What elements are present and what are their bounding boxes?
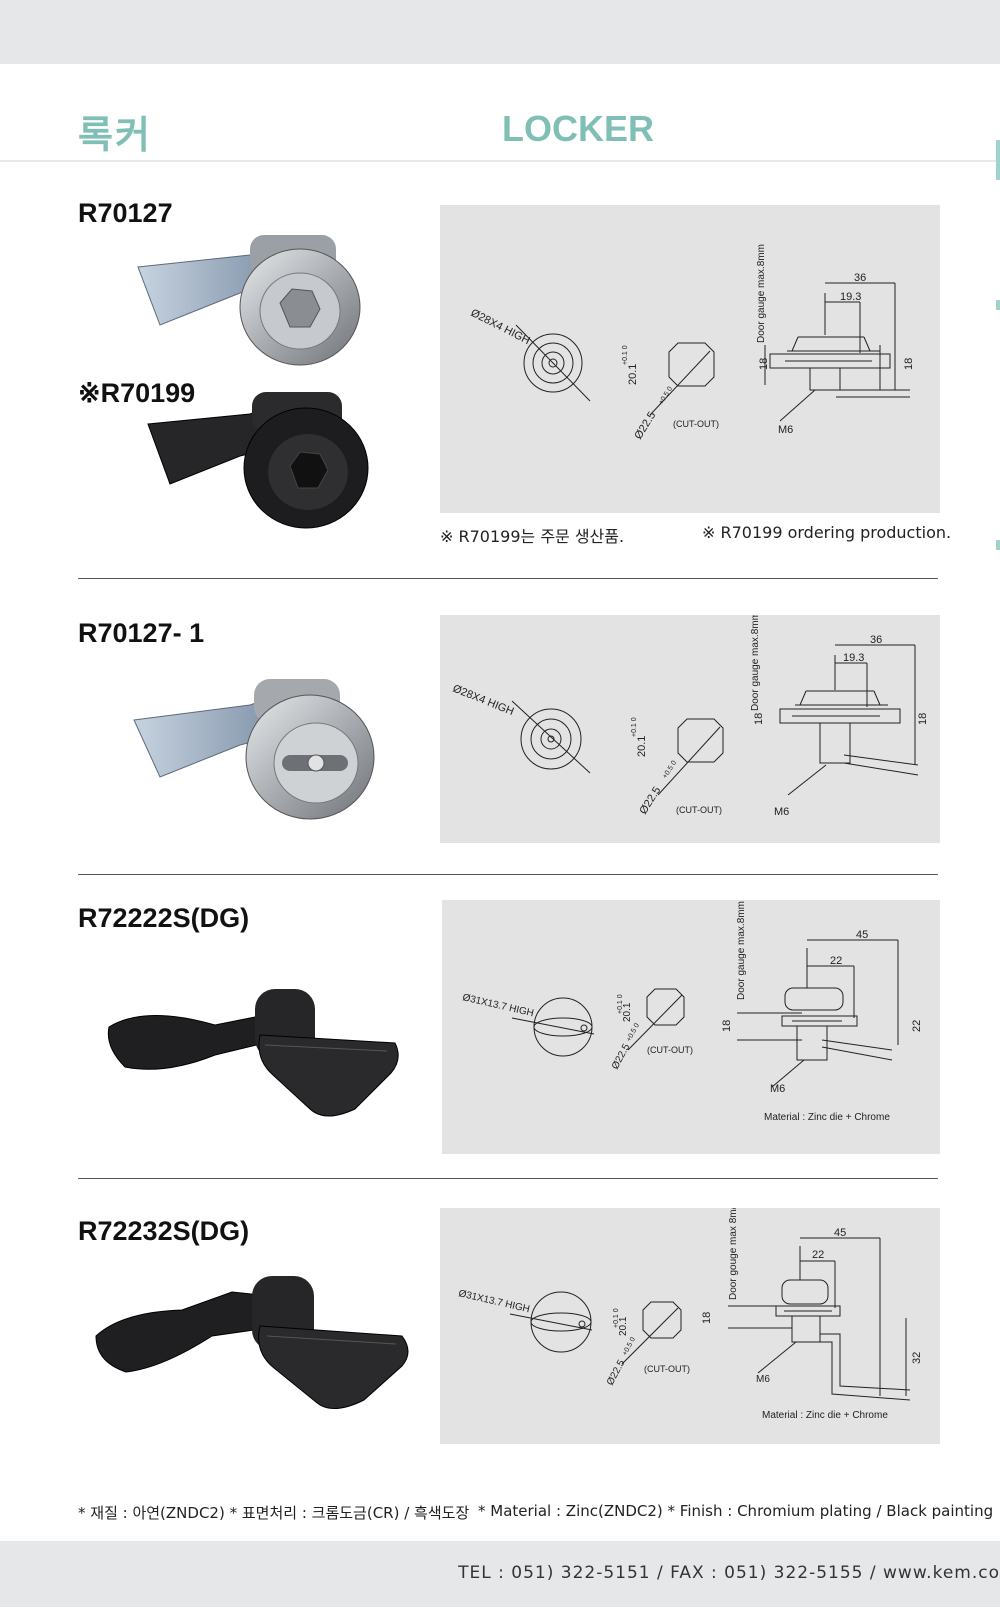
drawing-cutout-label: (CUT-OUT) <box>676 805 722 815</box>
page-title-en: LOCKER <box>502 108 654 149</box>
model-name: R70127 <box>78 198 173 228</box>
drawing-thread-label: M6 <box>778 424 793 436</box>
note-en: ※ R70199 ordering production. <box>702 523 952 542</box>
drawing-door-gauge: Door gouge max 8m/m <box>728 1208 739 1300</box>
drawing-height-label: 20.1 <box>627 364 639 385</box>
drawing-cutout-tolerance: +0.5 0 <box>662 760 678 780</box>
drawing-dim-right: 32 <box>911 1352 923 1364</box>
footer-band <box>0 1541 1000 1607</box>
note-ko: ※ R70199는 주문 생산품. <box>440 527 625 546</box>
drawing-thread-label: M6 <box>756 1374 770 1385</box>
footer-material-en: * Material : Zinc(ZNDC2) * Finish : Chro… <box>478 1502 994 1520</box>
drawing-height-tolerance: +0.1 0 <box>631 717 638 737</box>
header-divider <box>0 160 1000 162</box>
drawing-material-label: Material : Zinc die + Chrome <box>764 1112 890 1123</box>
drawing-cutout-tolerance: +0.5 0 <box>626 1022 641 1043</box>
drawing-diameter-label: Ø28X4 HIGH <box>451 683 516 718</box>
edge-tab-mark <box>996 300 1000 310</box>
drawing-dim-inner: 19.3 <box>840 291 861 303</box>
drawing-cutout-diameter: Ø22.5 <box>632 410 658 442</box>
technical-drawing: Ø28X4 HIGH 20.1 +0.1 0 Ø22.5 +0.5 0 (CUT… <box>440 205 940 513</box>
drawing-dim-right: 18 <box>903 358 915 370</box>
drawing-cutout-tolerance: +0.5 0 <box>622 1336 637 1357</box>
drawing-cutout-tolerance: +0.5 0 <box>658 386 674 406</box>
drawing-thread-label: M6 <box>774 806 789 818</box>
drawing-cutout-diameter: Ø22.5 <box>637 785 663 817</box>
top-band <box>0 0 1000 64</box>
lock-photo-chrome-key <box>133 679 375 820</box>
lock-photo-wing-black <box>107 989 399 1117</box>
page-title-ko: 록커 <box>78 113 152 157</box>
technical-drawing: Ø31X13.7 HIGH 20.1 +0.1 0 Ø22.5 +0.5 0 (… <box>442 900 940 1154</box>
footer-contact: TEL : 051) 322-5151 / FAX : 051) 322-515… <box>458 1563 1000 1583</box>
section-divider <box>78 874 938 875</box>
drawing-dim-left: 18 <box>701 1312 713 1324</box>
model-variant-name: ※R70199 <box>78 378 196 408</box>
drawing-dim-total: 45 <box>834 1227 846 1239</box>
drawing-dim-left: 18 <box>721 1020 733 1032</box>
drawing-dim-left: 18 <box>758 358 770 370</box>
drawing-thread-label: M6 <box>770 1083 785 1095</box>
drawing-height-label: 20.1 <box>622 1002 633 1022</box>
drawing-diameter-label: Ø31X13.7 HIGH <box>461 992 534 1019</box>
drawing-cutout-label: (CUT-OUT) <box>673 419 719 429</box>
drawing-diameter-label: Ø28X4 HIGH <box>469 307 532 347</box>
model-name: R70127- 1 <box>78 618 205 648</box>
drawing-dim-total: 36 <box>870 634 882 646</box>
drawing-height-tolerance: +0.1 0 <box>622 345 629 365</box>
drawing-dim-total: 36 <box>854 272 866 284</box>
drawing-dim-inner: 22 <box>830 955 842 967</box>
drawing-cutout-label: (CUT-OUT) <box>647 1045 693 1055</box>
drawing-height-label: 20.1 <box>618 1316 629 1336</box>
drawing-dim-inner: 22 <box>812 1249 824 1261</box>
drawing-height-tolerance: +0.1 0 <box>617 994 624 1014</box>
drawing-dim-right: 22 <box>911 1020 923 1032</box>
edge-tab-mark <box>996 140 1000 180</box>
lock-photo-wing-black <box>95 1276 409 1409</box>
lock-photo-chrome <box>137 235 361 366</box>
section-divider <box>78 578 938 579</box>
lock-photo-black <box>147 392 369 529</box>
section-divider <box>78 1178 938 1179</box>
drawing-door-gauge: Door gauge max.8mm <box>750 615 761 711</box>
drawing-diameter-label: Ø31X13.7 HIGH <box>457 1288 530 1315</box>
edge-tab-mark <box>996 540 1000 550</box>
drawing-door-gauge: Door gauge max.8mm <box>736 901 747 1000</box>
drawing-cutout-diameter: Ø22.5 <box>605 1358 628 1388</box>
drawing-cutout-label: (CUT-OUT) <box>644 1364 690 1374</box>
drawing-height-tolerance: +0.1 0 <box>613 1308 620 1328</box>
drawing-cutout-diameter: Ø22.5 <box>610 1042 633 1072</box>
drawing-material-label: Material : Zinc die + Chrome <box>762 1410 888 1421</box>
footer-material-ko: * 재질 : 아연(ZNDC2) * 표면처리 : 크롬도금(CR) / 흑색도… <box>78 1504 470 1522</box>
drawing-height-label: 20.1 <box>636 736 648 757</box>
drawing-dim-right: 18 <box>917 713 929 725</box>
model-name: R72222S(DG) <box>78 903 250 933</box>
drawing-dim-left: 18 <box>753 713 765 725</box>
technical-drawing: Ø28X4 HIGH 20.1 +0.1 0 Ø22.5 +0.5 0 (CUT… <box>440 615 940 843</box>
drawing-door-gauge: Door gauge max.8mm <box>756 244 767 343</box>
drawing-dim-inner: 19.3 <box>843 652 864 664</box>
model-name: R72232S(DG) <box>78 1216 250 1246</box>
drawing-dim-total: 45 <box>856 929 868 941</box>
technical-drawing: Ø31X13.7 HIGH 20.1 +0.1 0 Ø22.5 +0.5 0 (… <box>440 1208 940 1444</box>
